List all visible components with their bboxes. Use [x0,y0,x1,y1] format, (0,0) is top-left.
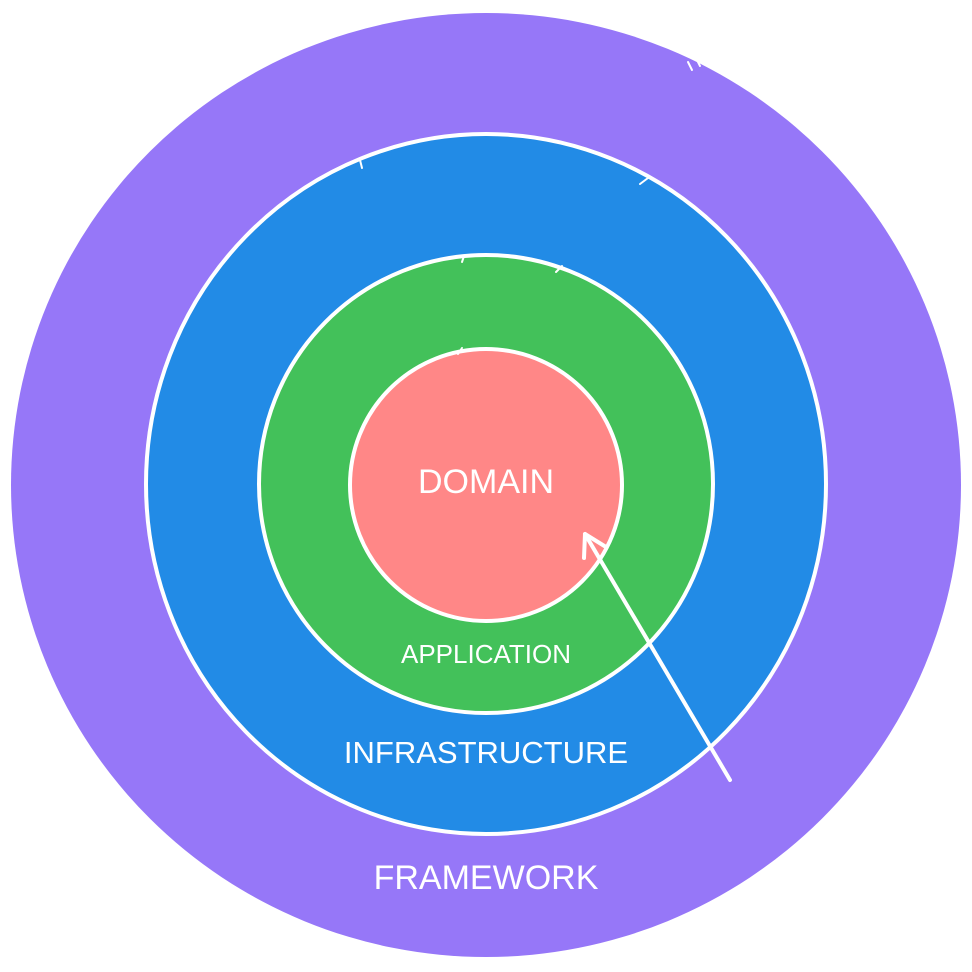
sketch-marks [359,57,701,355]
application-label: APPLICATION [401,639,571,669]
domain-layer [348,347,624,623]
arrow-head [582,532,608,560]
infrastructure-label: INFRASTRUCTURE [344,735,628,770]
dependency-arrow [582,532,732,782]
domain-label: DOMAIN [418,463,554,501]
framework-label: FRAMEWORK [374,859,599,897]
arrow-shaft [583,532,732,782]
